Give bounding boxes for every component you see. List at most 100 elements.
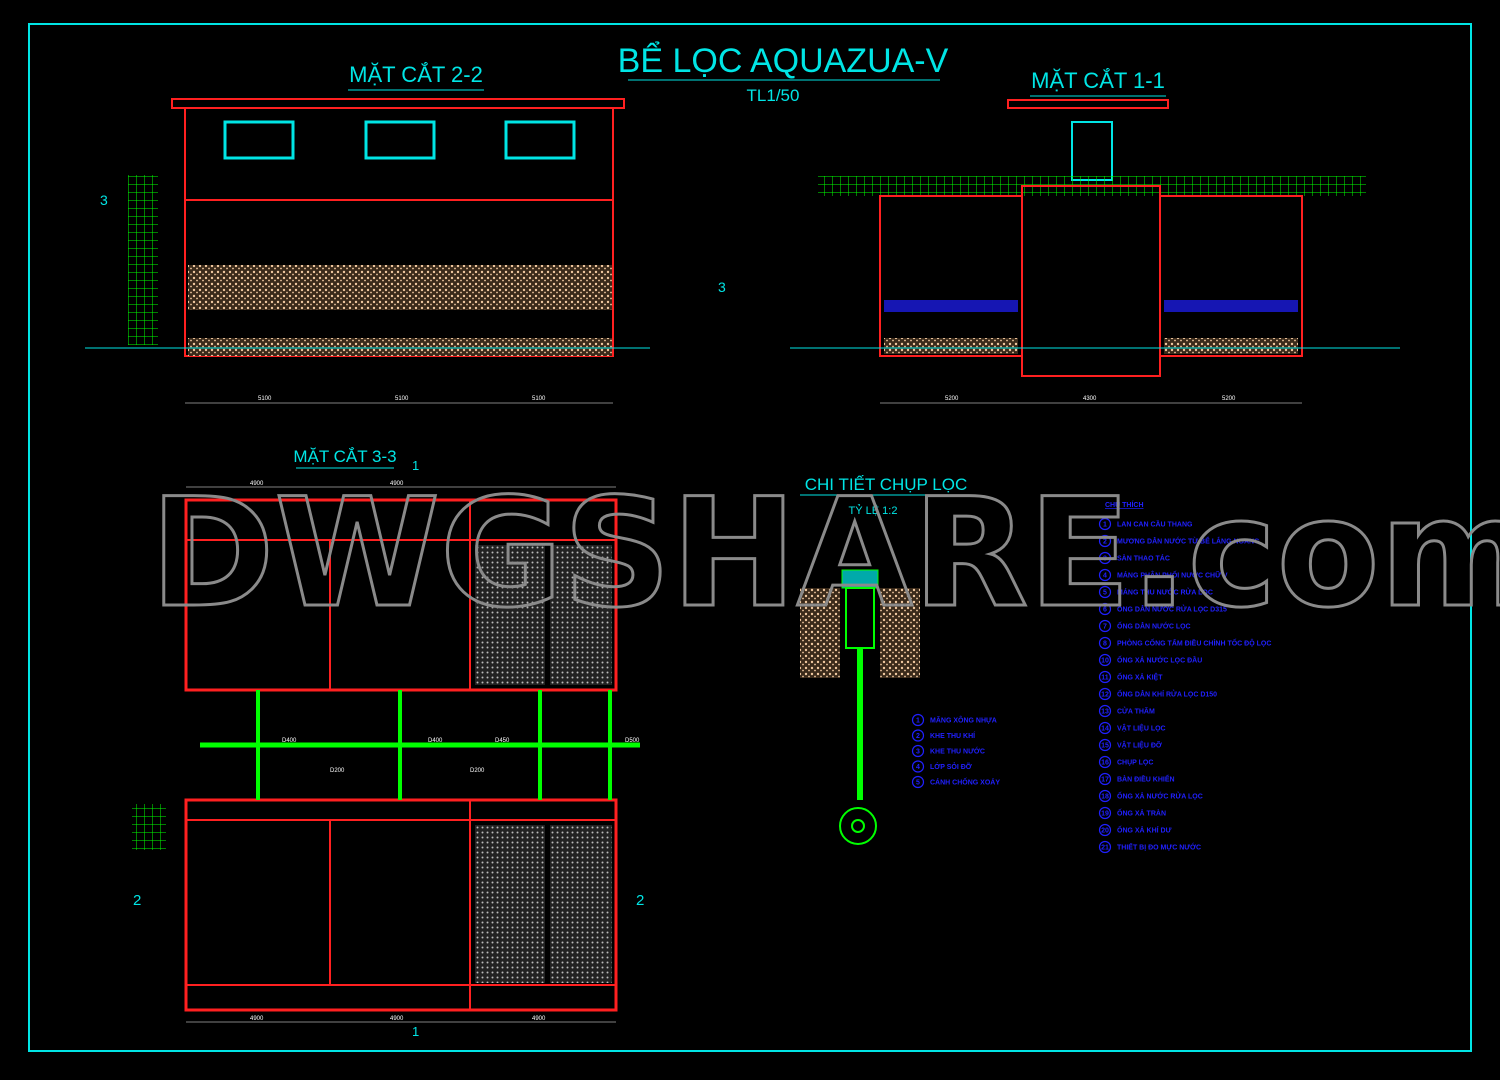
pipe-label: D500 <box>625 738 640 744</box>
legend-label: CÁNH CHỐNG XOÁY <box>930 777 1000 787</box>
legend-number-circle <box>911 744 925 758</box>
dim: 5100 <box>395 396 409 402</box>
legend-number: 6 <box>1103 607 1107 614</box>
legend-label: ỐNG XẢ TRÀN <box>1117 808 1166 818</box>
legend-number-circle <box>1098 789 1112 803</box>
legend-number-circle <box>911 760 925 773</box>
dim: 4900 <box>390 1016 404 1022</box>
legend-label: ỐNG DẪN KHÍ RỬA LỌC D150 <box>1117 689 1217 699</box>
section-1-1-title: MẶT CẮT 1-1 <box>1031 68 1165 93</box>
section-marker: 1 <box>412 1024 419 1039</box>
legend-number: 13 <box>1101 709 1109 716</box>
section-3-3-title: MẶT CẮT 3-3 <box>293 447 396 466</box>
legend-number-circle <box>911 729 925 742</box>
legend-number: 18 <box>1101 794 1109 801</box>
drawing-frame <box>28 23 1472 1052</box>
legend-number: 14 <box>1101 726 1109 733</box>
legend-label: VẬT LIỆU ĐỠ <box>1117 741 1162 750</box>
legend-number: 20 <box>1101 828 1109 835</box>
legend-number: 16 <box>1101 760 1109 767</box>
legend-number-circle <box>1098 568 1112 582</box>
legend-label: VẬT LIỆU LỌC <box>1117 724 1166 733</box>
section-marker: 3 <box>718 279 726 295</box>
legend-label: LAN CAN CẦU THANG <box>1117 519 1193 529</box>
legend-number: 19 <box>1101 811 1109 818</box>
legend-number: 5 <box>916 780 920 787</box>
detail-scale: TỶ LỆ 1:2 <box>849 504 898 517</box>
legend-number: 5 <box>1103 590 1107 597</box>
legend-number-circle <box>1098 806 1112 820</box>
legend-number: 15 <box>1101 743 1109 750</box>
legend-number-circle <box>1098 619 1112 633</box>
legend-number: 1 <box>1103 522 1107 529</box>
legend-label: CỬA THĂM <box>1117 707 1155 716</box>
legend-number-circle <box>1098 636 1112 650</box>
pipe-label: D450 <box>495 738 510 744</box>
legend: 1 LAN CAN CẦU THANG 2 MƯƠNG DẪN NƯỚC TỪ BỂ … <box>1098 517 1271 854</box>
section-3-3: MẶT CẮT 3-3 1 1 2 2 D400 D400 D450 D500 … <box>132 447 644 1039</box>
pipe-label: D400 <box>428 738 443 744</box>
dim: 4300 <box>1083 396 1097 402</box>
legend-number-circle <box>911 713 925 727</box>
legend-number-circle <box>1098 585 1112 599</box>
legend-label: MƯƠNG DẪN NƯỚC TỪ BỂ LẮNG NGANG <box>1117 537 1260 546</box>
legend-number: 21 <box>1101 845 1109 852</box>
strainer-detail: CHI TIẾT CHỤP LỌC TỶ LỆ 1:2 <box>800 475 970 845</box>
legend-number-circle <box>1098 704 1112 718</box>
dim: 5200 <box>1222 396 1236 402</box>
legend-number: 7 <box>1103 624 1107 631</box>
drawing-title: BỂ LỌC AQUAZUA-V <box>618 42 949 80</box>
legend-label: THIẾT BỊ ĐO MỰC NƯỚC <box>1117 842 1201 852</box>
section-marker: 2 <box>133 892 141 909</box>
legend-number: 12 <box>1101 692 1109 699</box>
legend-number-circle <box>1098 840 1112 854</box>
legend-label: MÁNG THU NƯỚC RỬA LỌC <box>1117 588 1213 597</box>
legend-number-circle <box>1098 687 1112 701</box>
legend-label: MÁNG PHÂN PHỐI NƯỚC CHỮ V <box>1117 570 1228 580</box>
dim: 5100 <box>258 396 272 402</box>
dim: 4900 <box>250 481 264 487</box>
legend-label: CHỤP LỌC <box>1117 760 1153 767</box>
legend-number: 4 <box>916 764 920 771</box>
section-marker: 2 <box>636 892 644 909</box>
legend-number-circle <box>1098 602 1112 616</box>
legend-label: KHE THU KHÍ <box>930 731 976 740</box>
legend-label: ỐNG XẢ KHÍ DƯ <box>1117 825 1172 835</box>
legend-number: 17 <box>1101 777 1109 784</box>
dim: 4900 <box>250 1016 264 1022</box>
legend-label: ỐNG DẪN NƯỚC LỌC <box>1117 621 1191 631</box>
pipe-label: D200 <box>470 768 485 774</box>
legend-number-circle <box>1098 534 1112 548</box>
section-2-2-title: MẶT CẮT 2-2 <box>349 62 483 87</box>
legend-label: ỐNG XẢ NƯỚC RỬA LỌC <box>1117 791 1203 801</box>
legend-number-circle <box>1098 772 1112 786</box>
legend-number: 11 <box>1101 675 1109 682</box>
legend-number: 2 <box>916 733 920 740</box>
legend-number: 8 <box>1103 641 1107 648</box>
legend-label: SÀN THAO TÁC <box>1117 554 1170 563</box>
legend-label: KHE THU NƯỚC <box>930 747 985 756</box>
pipe-label: D400 <box>282 738 297 744</box>
legend-label: ỐNG XẢ NƯỚC LỌC ĐẦU <box>1117 655 1202 665</box>
legend-number: 10 <box>1101 658 1109 665</box>
legend-number-circle <box>1098 653 1112 667</box>
legend-number-circle <box>1098 517 1112 531</box>
legend-number: 3 <box>1103 556 1107 563</box>
pipe-label: D200 <box>330 768 345 774</box>
dim: 4900 <box>390 481 404 487</box>
legend-number-circle <box>1098 823 1112 837</box>
legend-number-circle <box>1098 551 1112 565</box>
legend-number-circle <box>1098 670 1112 684</box>
legend-number-circle <box>1098 755 1112 769</box>
legend-label: ỐNG XẢ KIỆT <box>1117 672 1163 682</box>
section-marker: 3 <box>100 192 108 208</box>
legend-number: 2 <box>1103 539 1107 546</box>
drawing-scale: TL1/50 <box>747 86 800 105</box>
legend-number: 1 <box>916 718 920 725</box>
legend-label: PHÒNG CỐNG TẤM ĐIỀU CHỈNH TỐC ĐỘ LỌC <box>1117 638 1271 648</box>
dim: 5200 <box>945 396 959 402</box>
legend-label: ỐNG DẪN NƯỚC RỬA LỌC D315 <box>1117 604 1227 614</box>
section-marker: 1 <box>412 458 419 473</box>
section-1-1: MẶT CẮT 1-1 5200 4300 5200 <box>790 68 1400 404</box>
